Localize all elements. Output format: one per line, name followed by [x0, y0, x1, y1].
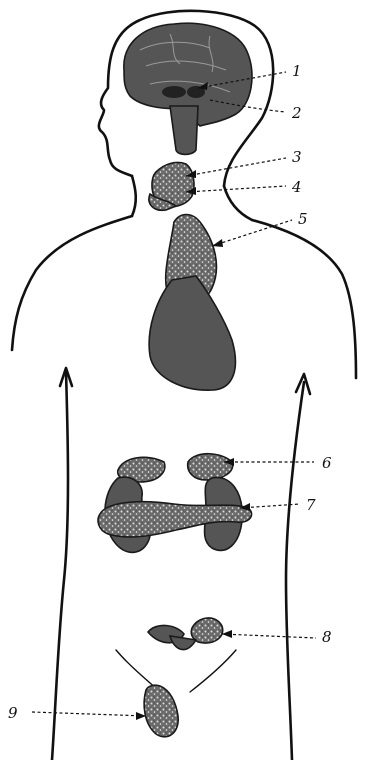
groin-left-line	[116, 650, 158, 690]
callout-label-2: 2	[291, 104, 302, 122]
groin-right-line	[190, 650, 236, 692]
brainstem	[170, 106, 198, 155]
leader-3	[186, 158, 286, 176]
callout-label-3: 3	[292, 148, 302, 166]
left-torso-outline	[52, 372, 68, 760]
uterus	[170, 636, 196, 650]
right-torso-outline	[286, 382, 304, 760]
callout-label-6: 6	[322, 454, 332, 472]
callout-label-1: 1	[292, 62, 302, 80]
callout-label-5: 5	[298, 210, 308, 228]
callout-label-4: 4	[291, 178, 302, 196]
heart	[149, 276, 235, 390]
leader-9	[32, 712, 146, 716]
callout-label-9: 9	[8, 704, 18, 722]
leader-8	[222, 634, 316, 638]
arrowhead-5	[212, 239, 223, 247]
pineal-gland	[162, 86, 186, 98]
callout-label-7: 7	[306, 496, 316, 514]
leader-4	[186, 186, 286, 192]
neck-front-outline	[132, 176, 136, 216]
right-shoulder-outline	[252, 220, 356, 378]
callout-label-8: 8	[322, 628, 332, 646]
leader-5	[212, 220, 292, 246]
neck-back-outline	[224, 186, 252, 220]
left-shoulder-outline	[12, 216, 132, 350]
testes	[144, 685, 178, 737]
adrenal-right	[188, 454, 233, 480]
